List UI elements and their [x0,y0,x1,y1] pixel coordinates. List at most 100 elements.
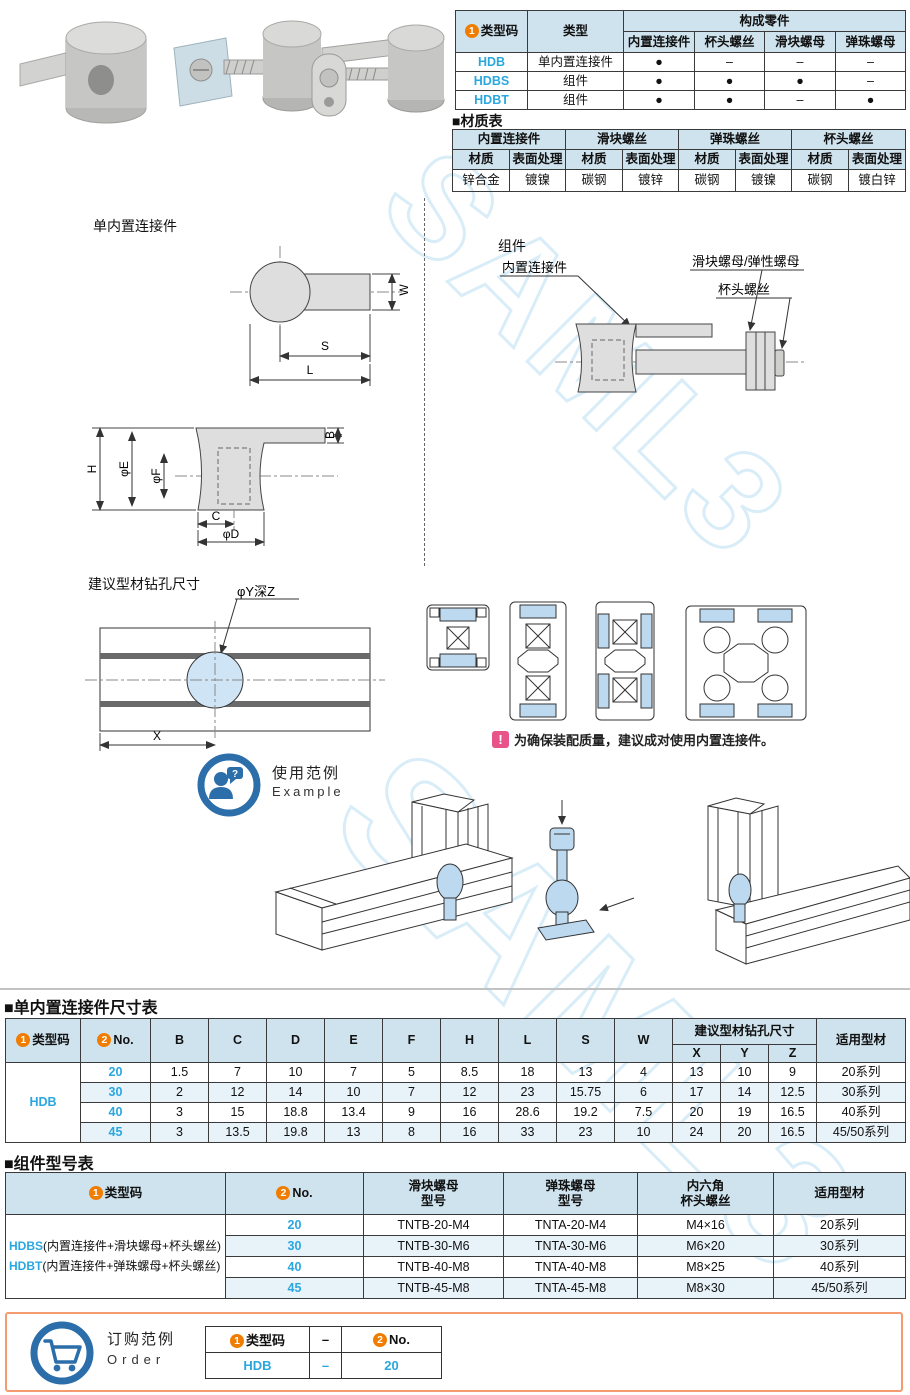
data-cell: 16.5 [767,1122,818,1143]
data-cell: 45/50系列 [816,1122,907,1143]
type-code-link[interactable]: HDBT [455,90,528,110]
data-cell: 18.8 [266,1102,325,1123]
single-connector-title: 单内置连接件 [93,218,177,234]
data-cell: 镀镍 [508,169,567,192]
single-connector-top-view: W S L [230,246,410,386]
data-cell: ● [623,90,695,110]
no-link[interactable]: 45 [80,1122,151,1143]
sub-header: 材质 [791,149,850,170]
sub-header: 材质 [678,149,737,170]
table-row: 45 TNTB-45-M8 TNTA-45-M8 M8×30 45/50系列 [6,1277,906,1299]
no-link[interactable]: 30 [80,1082,151,1103]
cart-icon [30,1321,94,1385]
sub-header: 材质 [565,149,624,170]
table-row: 45 3 13.5 19.8 13 8 16 33 23 10 24 20 16… [6,1122,907,1143]
data-cell: 组件 [527,90,624,110]
drill-drawing: φY深Z X [85,584,385,751]
type-code-link[interactable]: HDB [5,1062,81,1143]
data-cell: 9 [382,1102,441,1123]
data-cell: TNTA-45-M8 [503,1277,638,1299]
data-cell: 镀镍 [735,169,793,192]
data-cell: 10 [614,1122,673,1143]
data-cell: – [834,52,907,72]
type-code-link[interactable]: HDB [455,52,528,72]
order-code-value: HDB [205,1352,310,1379]
header-part-2: 滑块螺母 [764,31,836,53]
data-cell: TNTB-40-M8 [363,1256,504,1278]
data-cell: 7 [208,1062,267,1083]
header-part-0: 内置连接件 [623,31,695,53]
order-title-en: Order [107,1352,166,1367]
header-series: 适用型材 [773,1172,906,1215]
data-cell: 3 [150,1122,209,1143]
header-drill-Z: Z [767,1044,818,1063]
data-cell: ● [694,71,765,91]
header-dim-H: H [440,1018,499,1063]
data-cell: M8×25 [637,1256,774,1278]
header-parts-group: 构成零件 [622,10,907,32]
example-title-en: Example [272,784,344,799]
table-row: HDB 20 1.5 7 10 7 5 8.5 18 13 4 13 10 9 … [5,1062,907,1143]
data-cell: 13.5 [208,1122,267,1143]
no-link[interactable]: 40 [225,1256,364,1278]
model-table-title: ■组件型号表 [4,1156,94,1173]
no-link[interactable]: 20 [80,1062,151,1083]
type-code-link[interactable]: HDBS [455,71,528,91]
data-cell: 镀白锌 [848,169,907,192]
data-cell: 20系列 [773,1214,906,1236]
order-no-value: 20 [341,1352,442,1379]
data-cell: – [694,52,765,72]
data-cell: 12.5 [767,1082,818,1103]
no-link[interactable]: 45 [225,1277,364,1299]
header-drill-Y: Y [720,1044,769,1063]
header-type: 类型 [527,10,624,53]
note-text: 为确保装配质量，建议成对使用内置连接件。 [514,733,775,748]
material-group-3: 杯头螺丝 [791,129,907,150]
no-link[interactable]: 30 [225,1235,364,1257]
no-link[interactable]: 40 [80,1102,151,1123]
type-code-link[interactable]: HDBS [9,1239,44,1254]
table-row: HDBS(内置连接件+滑块螺母+杯头螺丝) HDBT(内置连接件+弹珠螺母+杯头… [5,1214,906,1299]
data-cell: 9 [767,1062,818,1083]
sub-header: 表面处理 [735,149,793,170]
data-cell: ● [623,52,695,72]
data-cell: 33 [498,1122,557,1143]
data-cell: 10 [324,1082,383,1103]
badge-1: 1 [88,1186,103,1201]
callout-screw: 杯头螺丝 [718,282,770,297]
data-cell: 28.6 [498,1102,557,1123]
data-cell: 40系列 [816,1102,907,1123]
data-cell: 15.75 [556,1082,615,1103]
data-cell: 16 [440,1122,499,1143]
data-cell: M4×16 [637,1214,774,1236]
data-cell: ● [834,90,907,110]
header-dim-S: S [556,1018,615,1063]
badge-1: 1 [16,1033,31,1048]
warning-icon: ! [492,731,509,748]
usage-example-right [707,797,910,965]
no-link[interactable]: 20 [225,1214,364,1236]
data-cell: 镀锌 [622,169,680,192]
section-divider [424,198,425,566]
data-cell: 40系列 [773,1256,906,1278]
data-cell: 1.5 [150,1062,209,1083]
dim-label-L: L [307,363,314,377]
order-header-dash: – [309,1326,342,1353]
data-cell: – [764,52,836,72]
data-cell: 5 [382,1062,441,1083]
data-cell: 20 [720,1122,769,1143]
data-cell: 24 [672,1122,721,1143]
type-code-link[interactable]: HDBT [9,1258,43,1273]
badge-1: 1 [464,24,479,39]
data-cell: 组件 [527,71,624,91]
data-cell: 23 [556,1122,615,1143]
data-cell: 19 [720,1102,769,1123]
sub-header: 表面处理 [848,149,907,170]
data-cell: TNTB-45-M8 [363,1277,504,1299]
dim-label-S: S [321,339,329,353]
